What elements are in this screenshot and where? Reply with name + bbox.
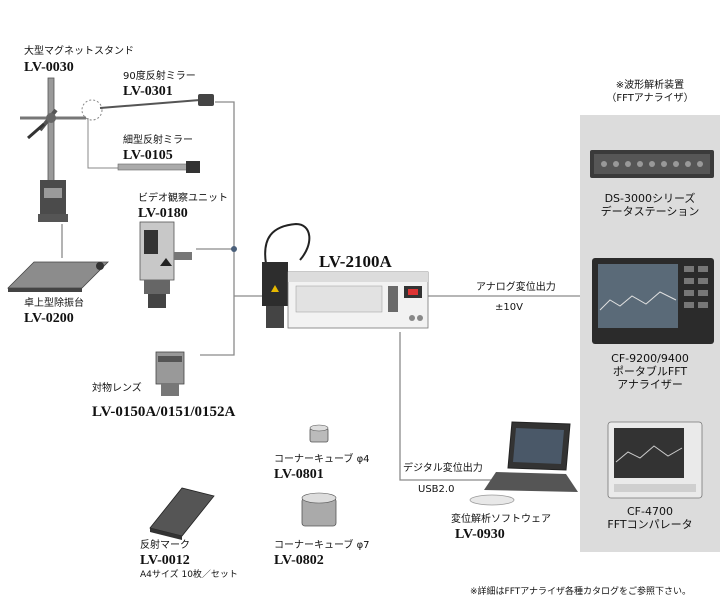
analog-label: アナログ変位出力: [476, 282, 556, 293]
mark-note: A4サイズ 10枚／セット: [140, 570, 238, 580]
magnet-stand-drawing: [20, 77, 86, 222]
digital-label: デジタル変位出力: [403, 463, 483, 474]
digital-value: USB2.0: [418, 484, 455, 495]
main-unit-drawing: [287, 271, 429, 329]
laptop-drawing: [484, 421, 578, 492]
cube4-code: LV-0801: [274, 467, 324, 482]
table-code: LV-0200: [24, 311, 74, 326]
ds3000-line1: DS-3000シリーズ: [604, 192, 696, 205]
cf9200-drawing: [592, 258, 714, 344]
thin-mirror-name: 細型反射ミラー: [123, 135, 193, 146]
table-drawing: [7, 261, 109, 292]
analog-value: ±10V: [495, 302, 523, 313]
cf9200-line3: アナライザー: [617, 378, 683, 391]
software-code: LV-0930: [455, 527, 505, 542]
cf4700-label: CF-4700 FFTコンパレータ: [580, 505, 720, 531]
main-code: LV-2100A: [319, 252, 392, 271]
mark-name: 反射マーク: [140, 540, 190, 551]
footnote: ※詳細はFFTアナライザ各種カタログをご参照下さい。: [470, 587, 692, 597]
stand-code: LV-0030: [24, 60, 74, 75]
panel-subtitle: （FFTアナライザ）: [606, 93, 694, 104]
connection-lines: [61, 101, 580, 481]
software-name: 変位解析ソフトウェア: [451, 514, 551, 525]
table-name: 卓上型除振台: [24, 298, 84, 309]
mark-code: LV-0012: [140, 553, 190, 568]
thin-mirror-code: LV-0105: [123, 148, 173, 163]
lens-drawing: [155, 351, 185, 396]
cube7-name: コーナーキューブ φ7: [274, 540, 370, 551]
panel-title: ※波形解析装置: [615, 80, 685, 91]
ds3000-drawing: [590, 150, 714, 178]
video-code: LV-0180: [138, 206, 188, 221]
ds3000-line2: データステーション: [600, 205, 700, 218]
cf4700-line2: FFTコンパレータ: [607, 518, 693, 531]
sensor-head-drawing: [262, 222, 311, 328]
mirror90-name: 90度反射ミラー: [123, 71, 196, 82]
cf4700-drawing: [607, 421, 703, 499]
cube7-code: LV-0802: [274, 553, 324, 568]
cf9200-line2: ポータブルFFT: [612, 365, 688, 378]
stand-name: 大型マグネットスタンド: [24, 46, 134, 57]
thin-mirror-drawing: [87, 118, 200, 173]
mirror90-code: LV-0301: [123, 84, 173, 99]
mark-drawing: [149, 487, 215, 540]
mirror90-drawing: [81, 94, 214, 121]
lens-code: LV-0150A/0151/0152A: [92, 404, 236, 420]
junction-dot: [231, 246, 237, 252]
cube4-name: コーナーキューブ φ4: [274, 454, 370, 465]
lens-name: 対物レンズ: [92, 383, 142, 394]
cube7-drawing: [301, 492, 337, 527]
cf9200-line1: CF-9200/9400: [611, 352, 689, 365]
cf9200-label: CF-9200/9400 ポータブルFFT アナライザー: [580, 352, 720, 391]
cd-drawing: [469, 494, 515, 506]
cf4700-line1: CF-4700: [627, 505, 673, 518]
video-unit-drawing: [139, 221, 192, 308]
cube4-drawing: [309, 424, 329, 443]
video-name: ビデオ観察ユニット: [138, 193, 228, 204]
ds3000-label: DS-3000シリーズ データステーション: [580, 192, 720, 218]
